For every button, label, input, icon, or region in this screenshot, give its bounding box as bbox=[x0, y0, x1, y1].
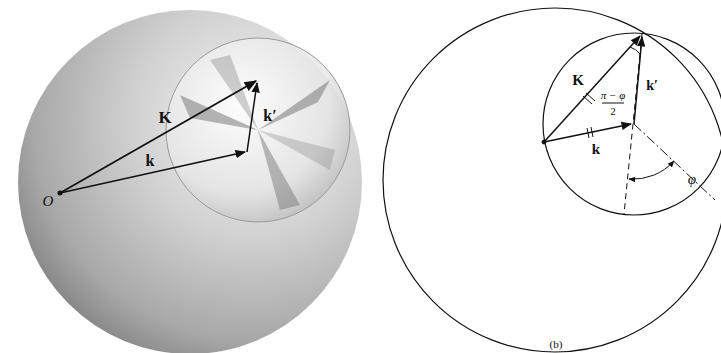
angle-label: π − φ bbox=[601, 90, 626, 101]
vector-label: K bbox=[158, 109, 171, 126]
left-figure bbox=[18, 10, 362, 353]
tick-mark bbox=[586, 93, 595, 101]
point-label: O bbox=[43, 194, 54, 209]
angle-arc bbox=[630, 47, 640, 54]
dashed-axis bbox=[624, 34, 642, 214]
tick-mark bbox=[591, 127, 593, 137]
vector-label: k bbox=[146, 153, 155, 169]
large-sphere bbox=[18, 10, 362, 353]
origin-point bbox=[542, 140, 546, 144]
vector-k bbox=[544, 124, 631, 142]
angle-arc bbox=[629, 161, 674, 179]
angle-label: φ bbox=[688, 172, 696, 187]
origin-point bbox=[58, 191, 63, 196]
right-figure bbox=[383, 8, 721, 352]
vector-K bbox=[60, 81, 256, 193]
small-circle bbox=[543, 33, 721, 215]
vector-label: k′ bbox=[263, 108, 276, 124]
fraction-bar bbox=[602, 103, 624, 104]
angle-label: 2 bbox=[610, 106, 616, 117]
vector-k bbox=[60, 152, 245, 193]
tick-mark bbox=[587, 128, 589, 138]
vector-K bbox=[544, 36, 640, 142]
small-sphere bbox=[166, 38, 350, 222]
figure-label: (b) bbox=[550, 339, 563, 350]
vector-label: k′ bbox=[646, 79, 658, 93]
vector-k-prime bbox=[247, 83, 257, 152]
vector-label: k bbox=[592, 142, 600, 157]
large-circle bbox=[383, 8, 721, 352]
vector-label: K bbox=[572, 73, 584, 88]
dash-dot-line bbox=[634, 124, 715, 200]
sphere-shadow bbox=[180, 55, 335, 210]
